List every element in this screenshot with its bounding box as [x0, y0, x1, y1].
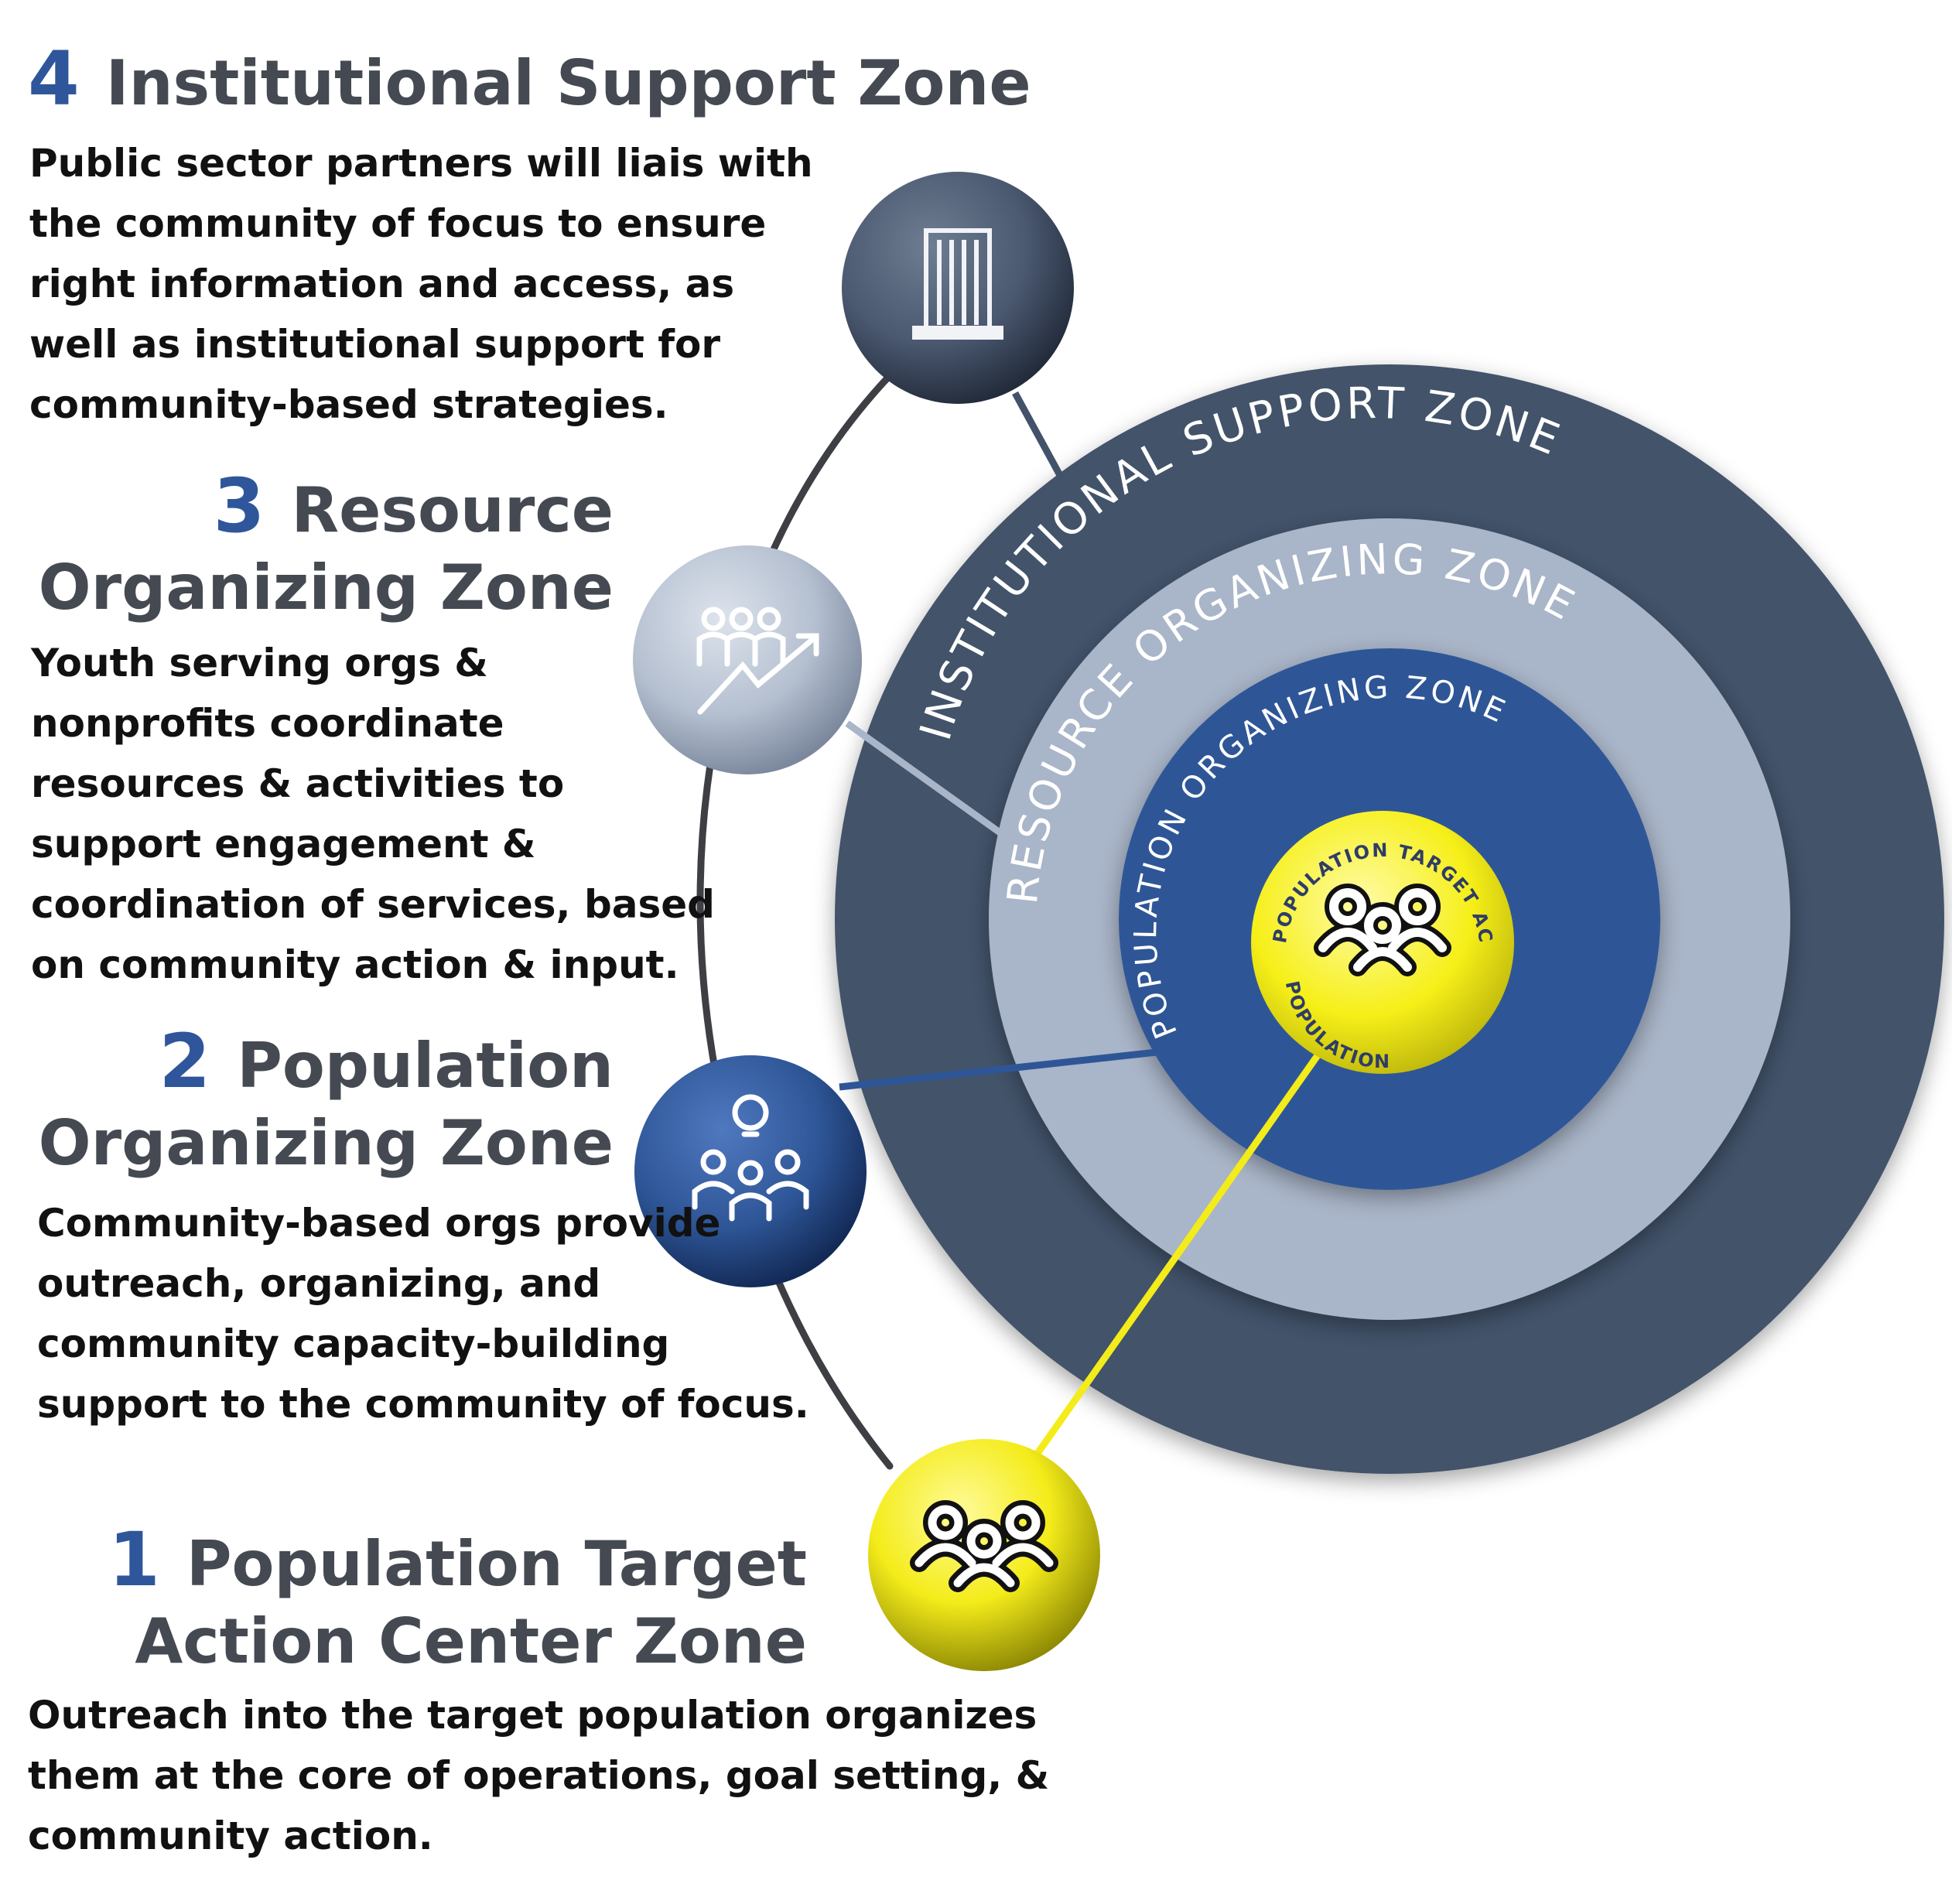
zone4-number: 4 [28, 36, 80, 122]
zone1-title-line1: Population Target [186, 1528, 807, 1600]
zone1-ball [868, 1439, 1100, 1671]
zone3-title-line2: Organizing Zone [38, 552, 614, 624]
connector-line-zone3 [845, 720, 1004, 837]
zone1-description: Outreach into the target population orga… [28, 1693, 1050, 1858]
zone1-number: 1 [108, 1516, 160, 1603]
zone3-description: Youth serving orgs & nonprofits coordina… [31, 641, 715, 987]
zone3-number: 3 [213, 463, 265, 549]
zone3-ball [633, 545, 862, 774]
group-idea-icon [692, 1094, 809, 1222]
zone1-title-line2: Action Center Zone [135, 1605, 807, 1677]
zone4-title-text: Institutional Support Zone [105, 47, 1031, 119]
connector-line-zone4 [1012, 391, 1065, 480]
zone4-ball [842, 172, 1074, 404]
zone3-title-line1: Resource [291, 474, 614, 546]
zone2-number: 2 [159, 1018, 211, 1105]
connector-line-zone2 [839, 1048, 1157, 1091]
people-group-icon [910, 1500, 1058, 1592]
building-icon [912, 228, 1003, 340]
zone2-description: Community-based orgs provide outreach, o… [37, 1201, 809, 1427]
team-growth-icon [696, 607, 819, 715]
zone2-title-line2: Organizing Zone [38, 1107, 614, 1179]
connector-arc [696, 356, 909, 1470]
zone4-description: Public sector partners will liais with t… [29, 141, 813, 427]
zone2-title-line1: Population [237, 1030, 614, 1102]
center-people-icon [1314, 884, 1451, 976]
connector-line-zone1 [1034, 1034, 1334, 1457]
zone2-ball [634, 1055, 867, 1287]
